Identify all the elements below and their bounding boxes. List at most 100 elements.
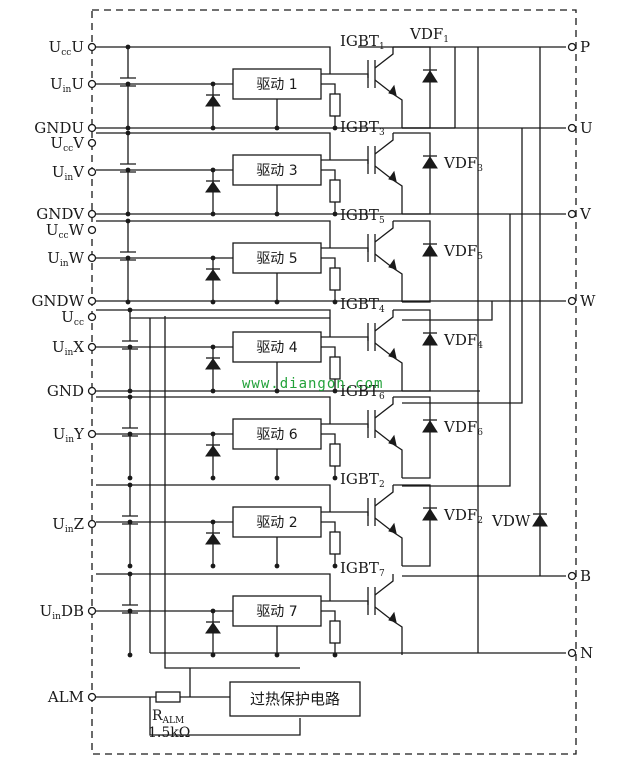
pin-terminal xyxy=(87,342,97,352)
pin-label: U xyxy=(580,119,593,137)
pin-label: GNDU xyxy=(34,119,84,137)
left-pin-gndv: GNDV xyxy=(36,205,97,223)
driver-label: 驱动 7 xyxy=(256,604,297,620)
pin-terminal xyxy=(567,42,577,52)
pin-terminal xyxy=(87,692,97,702)
wiring xyxy=(96,46,566,736)
vdf-label: VDF5 xyxy=(443,242,483,262)
igbt-label: IGBT7 xyxy=(340,559,385,579)
pin-label: N xyxy=(580,644,593,662)
gate-resistor xyxy=(329,531,341,555)
left-pin-uin-w: UinW xyxy=(47,249,97,269)
pin-terminal xyxy=(87,209,97,219)
igbt-label: IGBT5 xyxy=(340,206,385,226)
right-pin-w: W xyxy=(567,292,596,310)
driver-label: 驱动 5 xyxy=(256,251,297,267)
vdf-label: VDF1 xyxy=(409,25,449,45)
stage-1: 驱动 1 IGBT1 VDF1 xyxy=(96,25,449,131)
left-pin-gndw: GNDW xyxy=(31,292,97,310)
igbt-7: IGBT7 xyxy=(340,559,403,655)
pin-label: UinU xyxy=(50,75,84,95)
pin-label: GNDV xyxy=(36,205,85,223)
pin-terminal xyxy=(87,225,97,235)
pin-terminal xyxy=(567,123,577,133)
driver-box xyxy=(232,242,322,274)
left-pin-gndu: GNDU xyxy=(34,119,97,137)
pin-label: V xyxy=(579,205,592,223)
stage-7: 驱动 7 IGBT7 xyxy=(96,559,403,658)
vdf-4: VDF4 xyxy=(393,309,483,392)
left-pin-ucc-v: UccV xyxy=(50,134,97,154)
vdf-label: VDF3 xyxy=(443,154,483,174)
gate-resistor xyxy=(329,620,341,644)
igbt-label: IGBT1 xyxy=(340,32,385,52)
vdf-3: VDF3 xyxy=(393,132,483,215)
pin-terminal xyxy=(87,519,97,529)
driver-box xyxy=(232,418,322,450)
igbt-4: IGBT4 xyxy=(340,295,403,391)
vdf-label: VDF2 xyxy=(443,506,483,526)
pin-terminal xyxy=(87,386,97,396)
pin-label: UinW xyxy=(47,249,84,269)
stage-4: 驱动 4 IGBT4 VDF4 xyxy=(96,295,483,394)
vdf-label: VDF6 xyxy=(443,418,483,438)
pin-terminal xyxy=(87,138,97,148)
stage-3: 驱动 3 IGBT3 VDF3 xyxy=(96,118,483,217)
pin-terminal xyxy=(567,296,577,306)
gate-resistor xyxy=(329,443,341,467)
gate-resistor xyxy=(329,179,341,203)
protection-box xyxy=(229,681,361,717)
igbt-label: IGBT2 xyxy=(340,470,385,490)
driver-label: 驱动 1 xyxy=(256,77,297,93)
vdf-6: VDF6 xyxy=(393,396,483,479)
pin-terminal xyxy=(87,429,97,439)
gate-resistor xyxy=(329,93,341,117)
left-pin-ucc-u: UccU xyxy=(49,38,97,58)
pin-label: W xyxy=(580,292,596,310)
right-pin-v: V xyxy=(567,205,592,223)
alm-resistor xyxy=(155,691,181,703)
igbt-1: IGBT1 xyxy=(340,32,403,128)
pin-terminal xyxy=(87,167,97,177)
pin-terminal xyxy=(567,571,577,581)
igbt-5: IGBT5 xyxy=(340,206,403,302)
resistor-value: 1.5kΩ xyxy=(148,725,190,741)
left-pin-uin-db: UinDB xyxy=(40,602,97,622)
protection-label: 过热保护电路 xyxy=(250,690,340,708)
vdw-label: VDW xyxy=(491,512,531,530)
left-pin-ucc: Ucc xyxy=(61,308,97,328)
left-pin-uin-z: UinZ xyxy=(52,515,97,535)
pin-label: UinV xyxy=(52,163,85,183)
pin-label: B xyxy=(580,567,591,585)
left-pin-uin-x: UinX xyxy=(52,338,97,358)
module-boundary xyxy=(91,9,577,755)
left-pin-uin-y: UinY xyxy=(53,425,97,445)
pin-label: UccW xyxy=(46,221,85,241)
pin-terminal xyxy=(87,79,97,89)
igbt-3: IGBT3 xyxy=(340,118,403,214)
vdf-1: VDF1 xyxy=(393,25,449,129)
pin-label: UinY xyxy=(53,425,85,445)
driver-label: 驱动 4 xyxy=(256,340,297,356)
driver-label: 驱动 3 xyxy=(256,163,297,179)
right-pin-u: U xyxy=(567,119,593,137)
vdf-5: VDF5 xyxy=(393,220,483,303)
igbt-label: IGBT6 xyxy=(340,382,385,402)
pin-label: Ucc xyxy=(61,308,84,328)
pin-terminal xyxy=(87,42,97,52)
vdf-label: VDF4 xyxy=(443,331,483,351)
igbt-6: IGBT6 xyxy=(340,382,403,478)
pin-terminal xyxy=(567,209,577,219)
pin-terminal xyxy=(567,648,577,658)
right-pin-n: N xyxy=(567,644,593,662)
left-pin-gnd: GND xyxy=(47,382,97,400)
left-pin-uin-v: UinV xyxy=(52,163,97,183)
right-pin-p: P xyxy=(567,38,590,56)
watermark: www.diangon.com xyxy=(242,376,383,392)
left-pin-alm: ALM xyxy=(47,688,97,706)
pin-terminal xyxy=(87,606,97,616)
